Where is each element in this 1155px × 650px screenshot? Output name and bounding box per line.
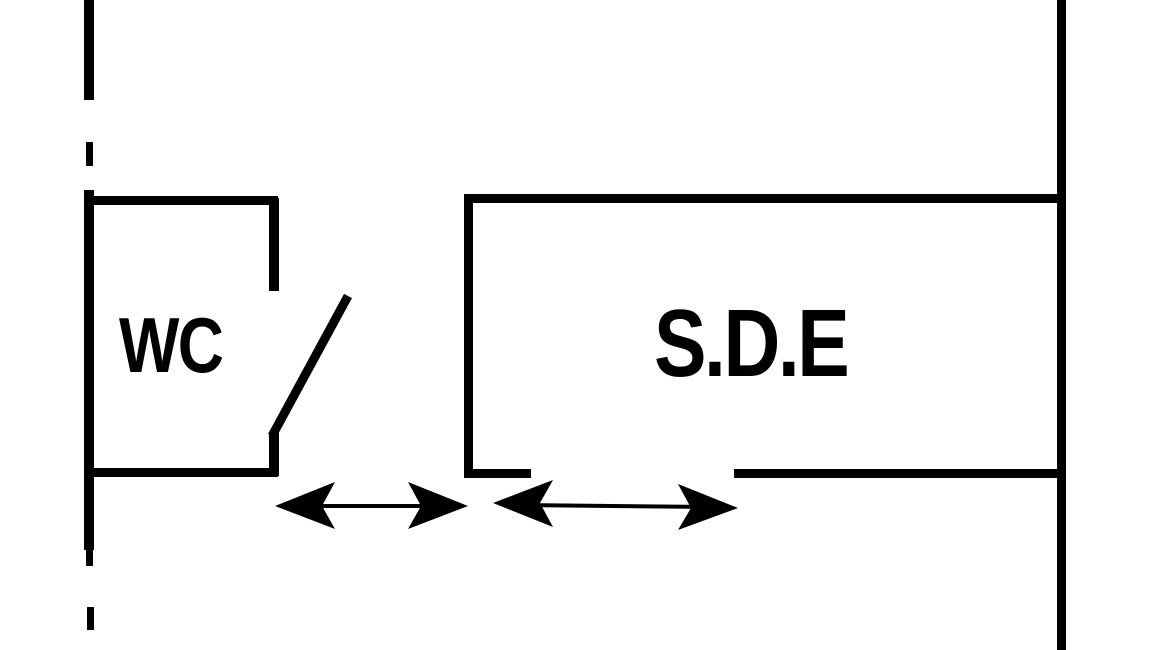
wc-right-wall-lower [269,432,279,476]
left-wall-dash [86,142,93,166]
room-label-sde: S.D.E [654,290,850,397]
wc-top-wall [84,196,278,205]
wc-right-wall-upper [269,198,279,291]
left-wall-segment [84,0,94,100]
left-wall-dash [87,607,94,630]
wc-bottom-wall [84,468,278,477]
sde-bottom-wall-left [464,469,531,478]
passage-width-arrow [275,482,468,529]
left-wall-segment [84,190,94,550]
left-wall-dash [86,548,93,566]
room-label-wc: WC [119,301,224,389]
wc-door-leaf [268,293,352,439]
sde-bottom-wall-right [734,469,1062,478]
sde-left-wall [464,194,473,478]
sde-top-wall [464,194,1062,203]
right-wall [1057,0,1066,650]
sde-door-width-arrow [493,480,738,530]
